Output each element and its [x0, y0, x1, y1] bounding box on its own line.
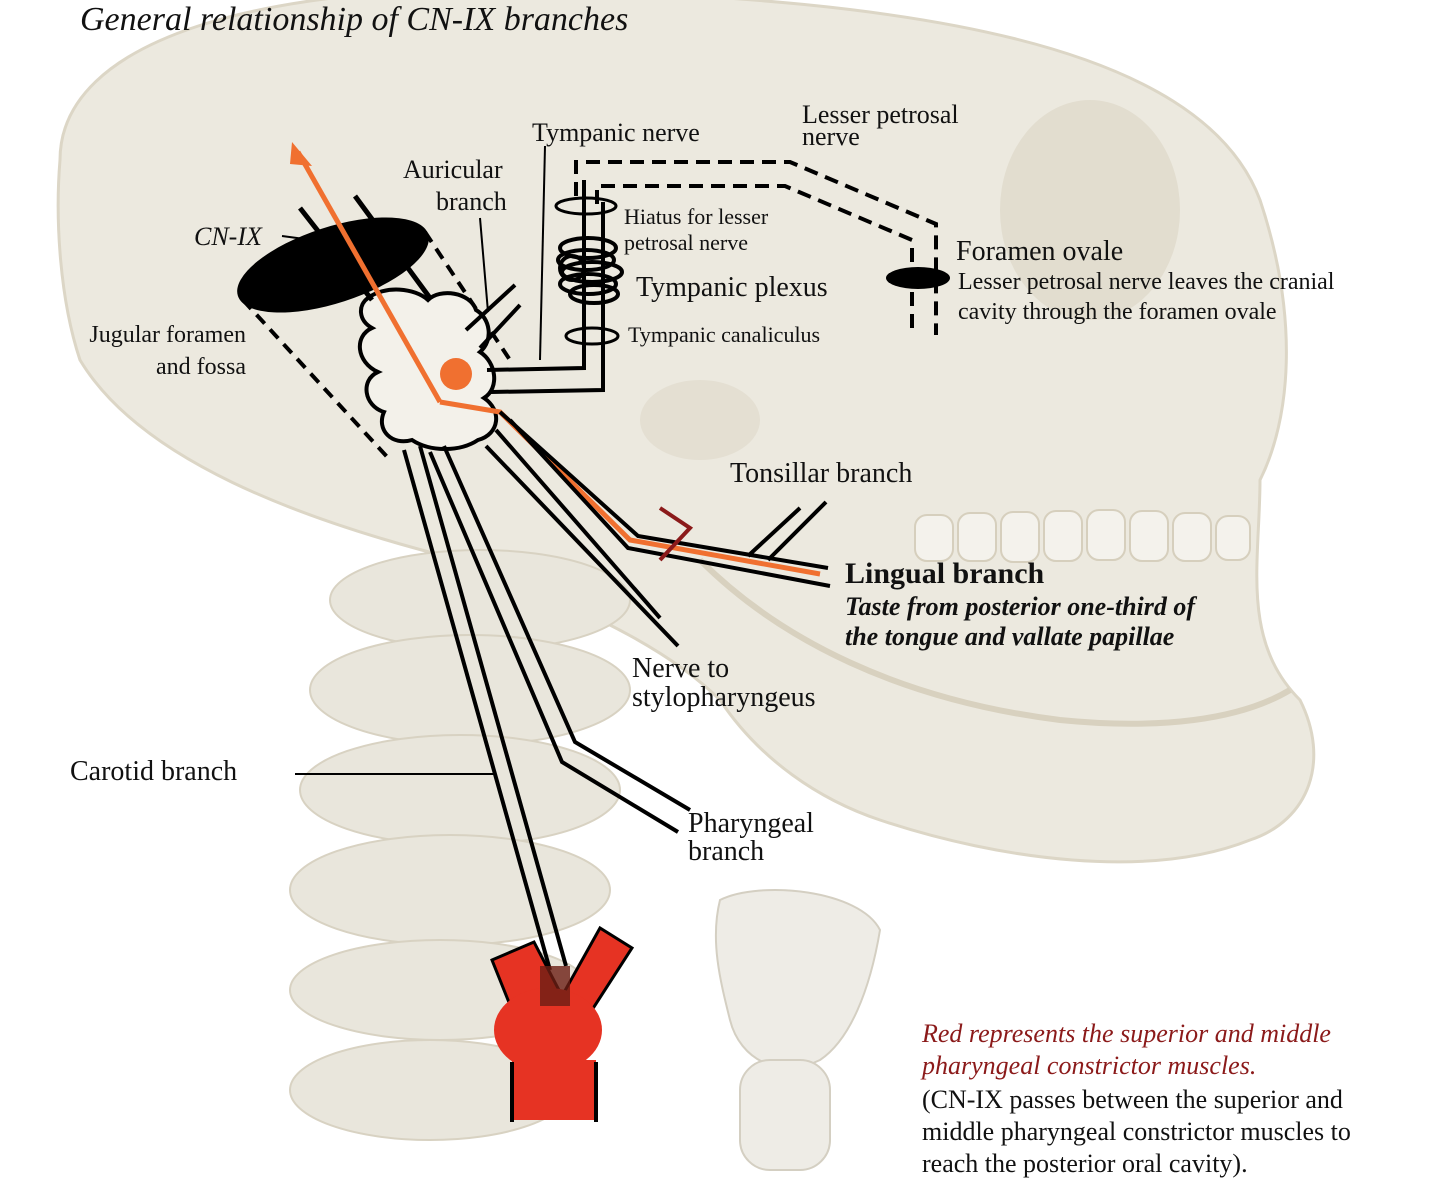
carotid-branch — [402, 445, 568, 971]
foramen-ovale — [886, 267, 950, 289]
taste-arrowhead — [290, 142, 312, 166]
auricular-leader — [479, 217, 489, 313]
label-auricular-2: branch — [436, 187, 507, 216]
label-stylo: Nerve to — [632, 653, 729, 684]
glossopharyngeal-ganglia — [357, 287, 499, 451]
label-lingual: Lingual branch — [845, 557, 1045, 590]
hiatus-ring — [554, 196, 618, 216]
label-carotid: Carotid branch — [70, 756, 237, 787]
label-lesser-petrosal: Lesser petrosal — [802, 100, 959, 129]
label-foramen-ovale: Foramen ovale — [956, 236, 1123, 267]
cn-ix-leader — [281, 235, 313, 241]
label-tympanic-nerve: Tympanic nerve — [532, 118, 700, 147]
label-lingual-note-2: the tongue and vallate papillae — [845, 622, 1174, 651]
label-foramen-note-2: cavity through the foramen ovale — [958, 299, 1277, 325]
canaliculus-ring — [564, 326, 620, 346]
taste-fiber-path — [295, 150, 821, 577]
note-black-1: (CN-IX passes between the superior and — [922, 1085, 1343, 1114]
diagram-title: General relationship of CN-IX branches — [80, 1, 628, 38]
label-lingual-note-1: Taste from posterior one-third of — [845, 592, 1197, 621]
label-lesser-petrosal-2: nerve — [802, 122, 860, 151]
label-hiatus-2: petrosal nerve — [624, 230, 748, 255]
label-pharyngeal: Pharyngeal — [688, 808, 814, 839]
note-red-2: pharyngeal constrictor muscles. — [920, 1051, 1256, 1080]
note-black-3: reach the posterior oral cavity). — [922, 1149, 1248, 1178]
auricular-branch — [464, 283, 522, 350]
tympanic-nerve-leader — [539, 145, 546, 361]
label-auricular: Auricular — [403, 155, 503, 184]
skull-background — [56, 0, 1316, 1171]
label-tympanic-plexus: Tympanic plexus — [636, 272, 828, 303]
label-foramen-note-1: Lesser petrosal nerve leaves the cranial — [958, 269, 1335, 295]
label-cn-ix: CN-IX — [194, 222, 263, 251]
jugular-foramen — [237, 217, 429, 313]
label-hiatus: Hiatus for lesser — [624, 204, 769, 229]
label-stylo-2: stylopharyngeus — [632, 682, 816, 713]
explanatory-note: Red represents the superior and middle p… — [920, 1019, 1351, 1178]
pharyngeal-branch — [428, 445, 692, 834]
larynx — [714, 889, 882, 1171]
tympanic-plexus — [556, 236, 624, 305]
taste-ganglion-cell — [440, 358, 472, 390]
tonsillar-branch — [746, 500, 828, 562]
note-black-2: middle pharyngeal constrictor muscles to — [922, 1117, 1351, 1146]
label-tonsillar: Tonsillar branch — [730, 458, 912, 489]
cn-ix-trunk — [298, 194, 433, 302]
lingual-branch — [498, 410, 831, 588]
muscle-crossing-marker — [658, 506, 694, 562]
label-jugular: Jugular foramen — [89, 322, 246, 348]
label-tympanic-canaliculus: Tympanic canaliculus — [628, 322, 820, 347]
label-pharyngeal-2: branch — [688, 836, 764, 867]
stylopharyngeus-nerve — [484, 428, 680, 648]
pharyngeal-constrictor-muscles — [490, 925, 635, 1122]
label-jugular-2: and fossa — [156, 354, 246, 380]
note-red-1: Red represents the superior and middle — [921, 1019, 1331, 1048]
teeth — [914, 509, 1251, 563]
jugular-dashed-outline — [241, 230, 512, 462]
